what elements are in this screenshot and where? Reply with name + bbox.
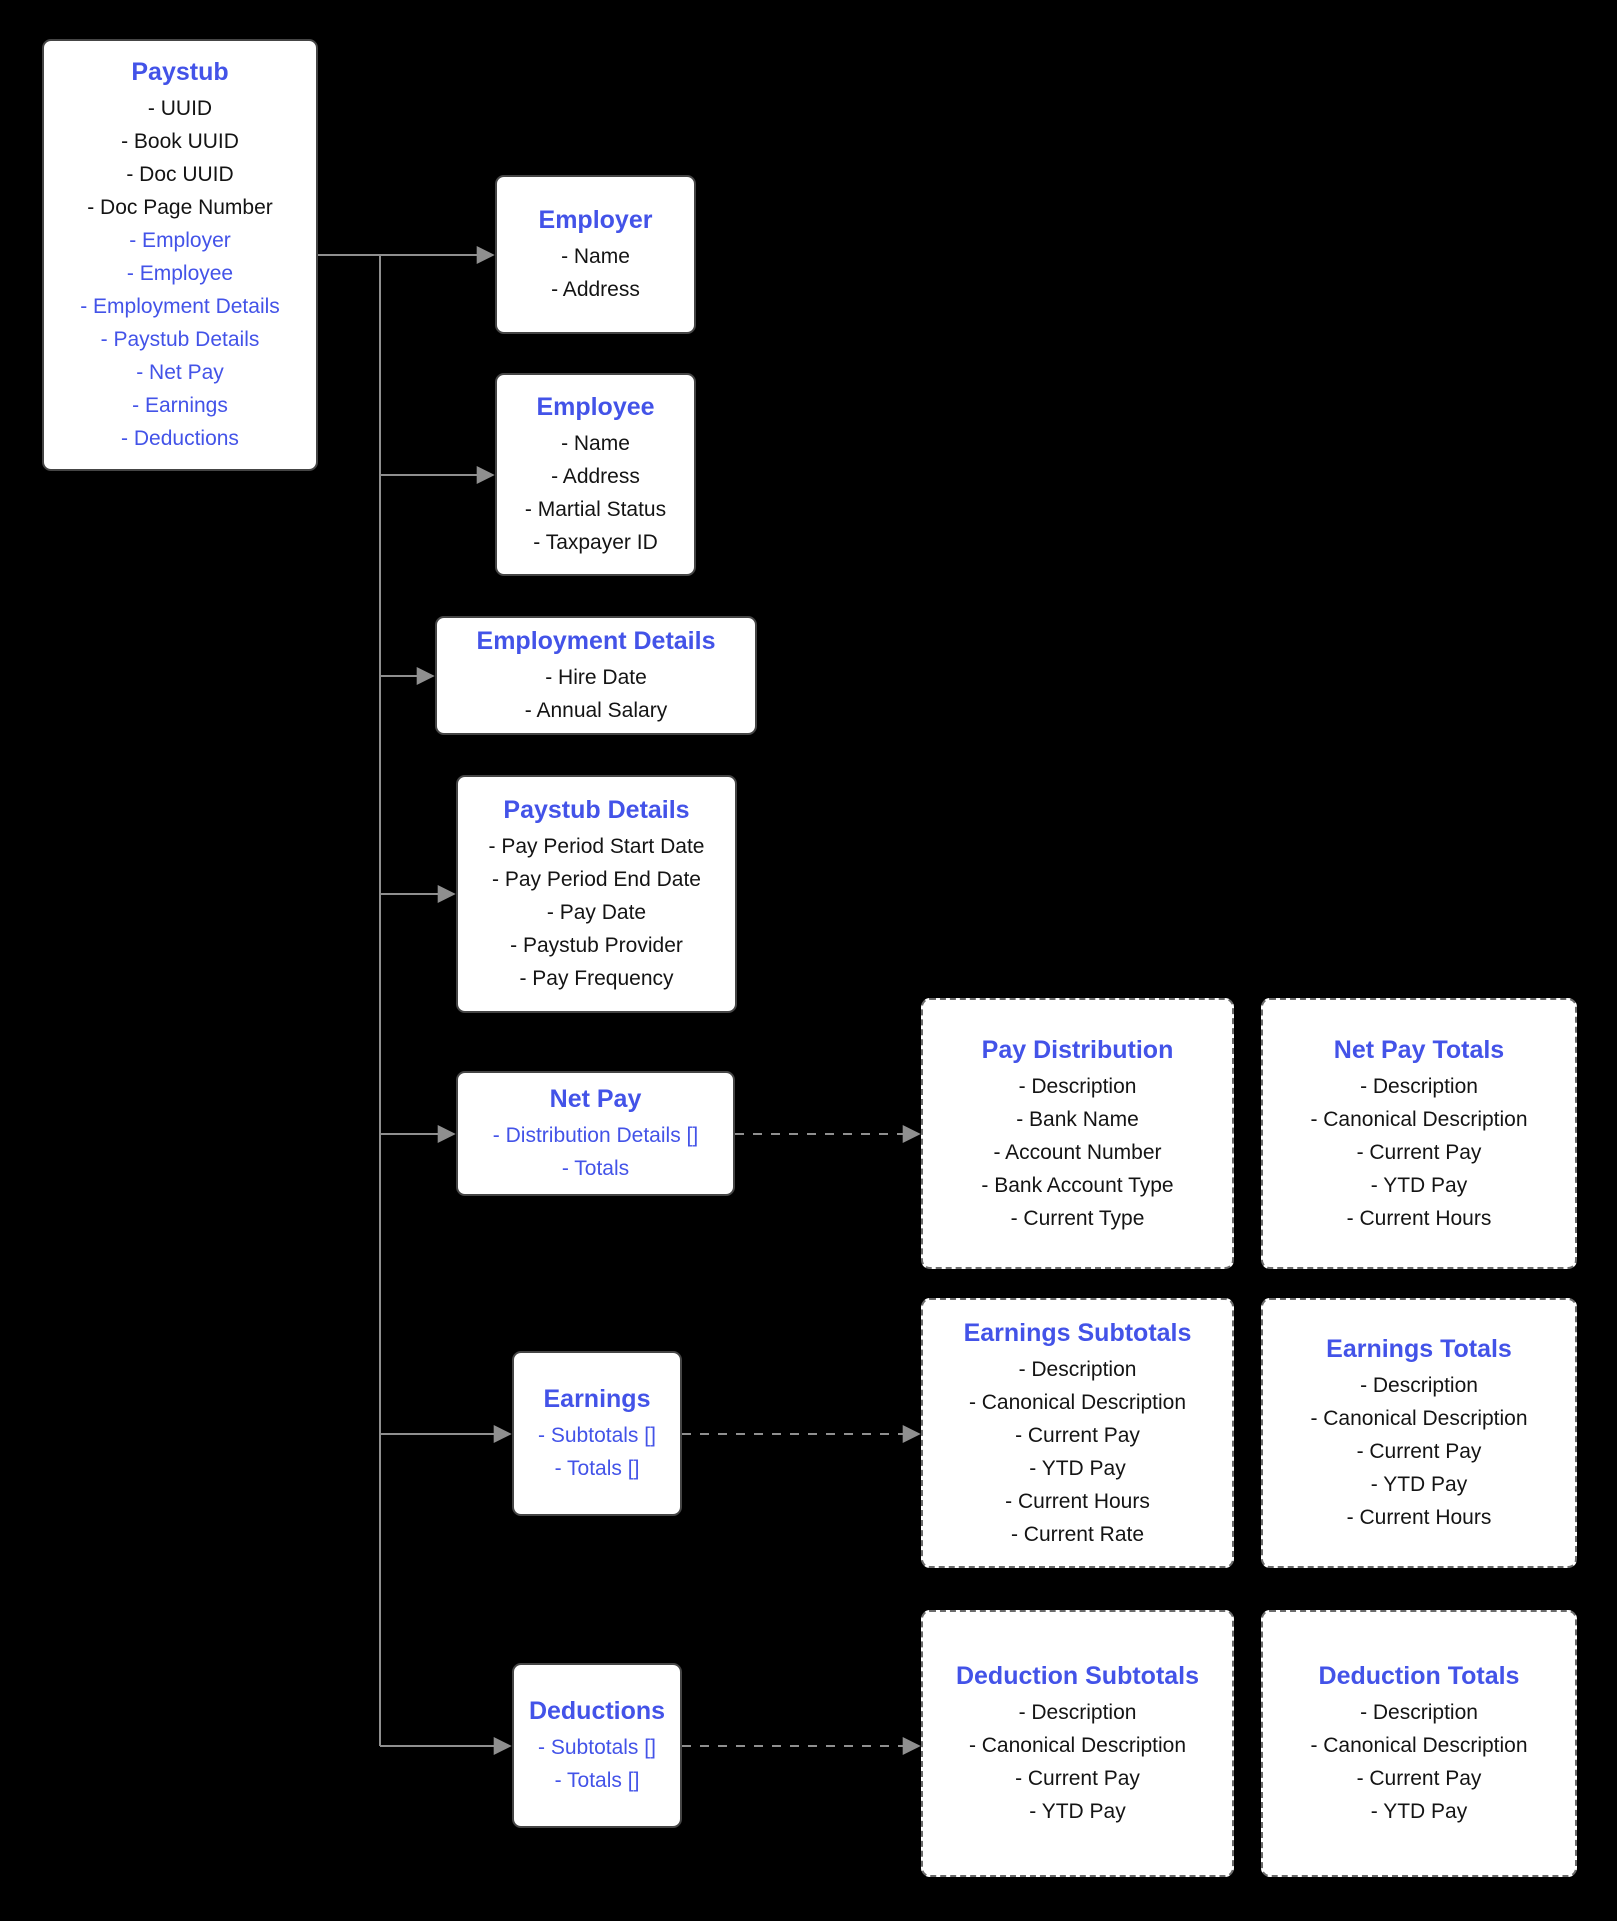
node-field: - Taxpayer ID [533, 531, 658, 554]
node-title: Employment Details [476, 627, 716, 655]
node-field: - Pay Period Start Date [488, 835, 705, 858]
node-pay-distribution: Pay Distribution - Description - Bank Name… [921, 998, 1234, 1269]
node-title: Earnings Subtotals [963, 1318, 1192, 1347]
node-employer: Employer - Name - Address [495, 175, 696, 334]
node-title: Net Pay [549, 1085, 642, 1113]
node-title: Deduction Totals [1318, 1662, 1520, 1690]
node-title: Net Pay Totals [1333, 1035, 1505, 1064]
node-field: - Address [551, 465, 640, 488]
node-title: Earnings Totals [1326, 1335, 1512, 1363]
node-field: - Bank Name [1016, 1107, 1139, 1131]
node-field: - YTD Pay [1370, 1473, 1468, 1496]
node-field: - Description [1360, 1701, 1478, 1724]
node-field-link: - Employee [126, 262, 234, 285]
node-field: - Address [551, 278, 640, 301]
node-field: - Current Type [1010, 1206, 1145, 1230]
node-title: Deductions [528, 1697, 666, 1725]
node-field: - Description [1018, 1357, 1137, 1381]
node-field-link: - Earnings [132, 394, 228, 417]
node-field: - Current Pay [1015, 1423, 1140, 1447]
node-field: - Current Rate [1010, 1522, 1145, 1546]
node-title: Pay Distribution [981, 1035, 1174, 1064]
node-field: - Bank Account Type [981, 1173, 1174, 1197]
node-field: - Name [561, 245, 630, 268]
node-field: - Paystub Provider [510, 934, 683, 957]
node-field: - UUID [147, 97, 213, 120]
node-field: - Current Pay [1356, 1440, 1482, 1463]
node-field: - YTD Pay [1029, 1456, 1126, 1480]
node-field: - Current Pay [1356, 1767, 1482, 1790]
node-field-link: - Subtotals [] [538, 1736, 656, 1759]
node-field: - Pay Frequency [519, 967, 674, 990]
node-field: - Annual Salary [524, 699, 668, 722]
node-field: - Doc Page Number [87, 196, 273, 219]
node-field: - Current Hours [1005, 1489, 1150, 1513]
node-field: - Canonical Description [968, 1734, 1187, 1757]
node-field: - Account Number [993, 1140, 1162, 1164]
node-field-link: - Totals [561, 1157, 630, 1180]
node-deduction-subtotals: Deduction Subtotals - Description - Canoni… [921, 1610, 1234, 1877]
node-field-link: - Paystub Details [100, 328, 260, 351]
node-field-link: - Deductions [121, 427, 239, 450]
node-earnings: Earnings - Subtotals [] - Totals [] [512, 1351, 682, 1516]
node-employment-details: Employment Details - Hire Date - Annual Sa… [435, 616, 757, 735]
node-field-link: - Employment Details [80, 295, 280, 318]
node-field-link: - Distribution Details [] [492, 1124, 699, 1147]
node-field: - Canonical Description [968, 1390, 1187, 1414]
node-field: - Canonical Description [1310, 1407, 1528, 1430]
node-net-pay: Net Pay - Distribution Details [] - Totals [456, 1071, 735, 1196]
node-field-link: - Employer [129, 229, 231, 252]
node-field-link: - Totals [] [554, 1457, 640, 1480]
node-deductions: Deductions - Subtotals [] - Totals [] [512, 1663, 682, 1828]
node-earnings-subtotals: Earnings Subtotals - Description - Canonic… [921, 1298, 1234, 1568]
node-field: - YTD Pay [1370, 1800, 1468, 1823]
node-title: Earnings [543, 1385, 651, 1413]
node-deduction-totals: Deduction Totals - Description - Canonical… [1261, 1610, 1577, 1877]
node-field-link: - Subtotals [] [538, 1424, 656, 1447]
node-employee: Employee - Name - Address - Martial Status -… [495, 373, 696, 576]
node-title: Paystub [131, 58, 229, 86]
node-field: - Description [1360, 1074, 1478, 1098]
node-field: - Current Pay [1015, 1767, 1140, 1790]
node-field: - Canonical Description [1310, 1734, 1528, 1757]
node-field: - Name [561, 432, 630, 455]
node-field: - YTD Pay [1029, 1800, 1126, 1823]
node-title: Employee [536, 393, 655, 421]
node-field: - YTD Pay [1370, 1173, 1468, 1197]
node-net-pay-totals: Net Pay Totals - Description - Canonical D… [1261, 998, 1577, 1269]
node-earnings-totals: Earnings Totals - Description - Canonical … [1261, 1298, 1577, 1568]
node-title: Employer [538, 206, 653, 234]
node-paystub: Paystub - UUID - Book UUID - Doc UUID - Doc … [42, 39, 318, 471]
node-field: - Canonical Description [1310, 1107, 1528, 1131]
node-field: - Description [1018, 1074, 1137, 1098]
node-title: Paystub Details [503, 796, 690, 824]
node-field-link: - Net Pay [136, 361, 224, 384]
node-field: - Book UUID [121, 130, 239, 153]
node-field: - Pay Period End Date [492, 868, 701, 891]
node-field: - Description [1360, 1374, 1478, 1397]
node-field: - Pay Date [546, 901, 647, 924]
node-field: - Current Hours [1346, 1506, 1492, 1529]
node-field: - Hire Date [545, 666, 647, 689]
node-field: - Current Pay [1356, 1140, 1482, 1164]
node-field: - Current Hours [1346, 1206, 1492, 1230]
node-field: - Doc UUID [126, 163, 234, 186]
node-field: - Description [1018, 1701, 1137, 1724]
node-title: Deduction Subtotals [955, 1662, 1200, 1690]
node-paystub-details: Paystub Details - Pay Period Start Date - … [456, 775, 737, 1013]
node-field: - Martial Status [524, 498, 667, 521]
node-field-link: - Totals [] [554, 1769, 640, 1792]
